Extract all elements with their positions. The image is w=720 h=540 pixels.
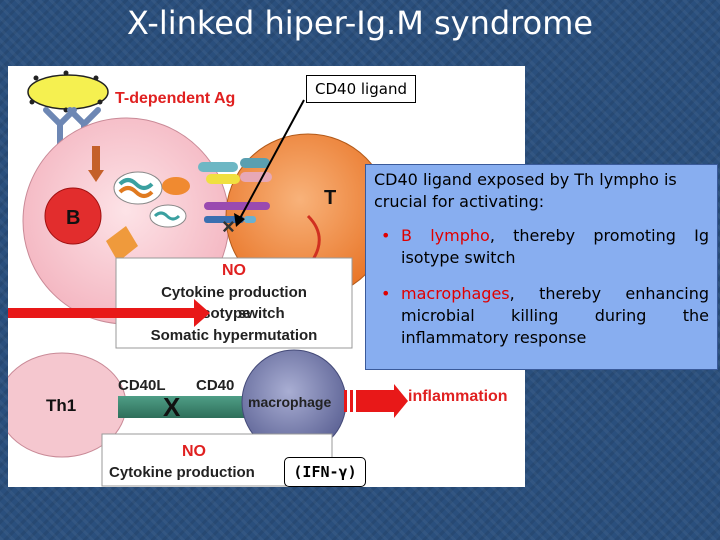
x-mark: X [163, 392, 181, 422]
slide-title: X-linked hiper-Ig.M syndrome [126, 4, 594, 42]
th1-label: Th1 [46, 396, 76, 415]
info-item-macrophages: • macrophages, thereby enhancing microbia… [374, 283, 709, 349]
cytokine-production-label: Cytokine production [161, 284, 307, 301]
no-label-1: NO [222, 262, 246, 279]
cd40l-label: CD40L [118, 377, 166, 394]
macrophages-highlight: macrophages [401, 284, 510, 303]
isotype-label: Isotype [198, 305, 251, 322]
blocked-mark-1: × [222, 214, 235, 239]
ifn-gamma-label: (IFN-γ) [284, 457, 366, 487]
macrophage-label: macrophage [248, 394, 331, 410]
no-label-2: NO [182, 443, 206, 460]
inflammation-label: inflammation [408, 388, 508, 405]
b-lympho-highlight: B lympho [401, 226, 490, 245]
b-lympho-text: , thereby promoting Ig isotype switch [401, 226, 710, 267]
info-intro: CD40 ligand exposed by Th lympho is cruc… [374, 170, 677, 211]
info-box: CD40 ligand exposed by Th lympho is cruc… [365, 164, 718, 370]
cd40-ligand-callout: CD40 ligand [306, 75, 416, 103]
cytokine-production-label-2: Cytokine production [109, 464, 255, 481]
t-cell-label: T [324, 187, 336, 209]
b-nucleus [44, 187, 102, 245]
outcome-box-1 [115, 257, 353, 349]
switch-red-arrow [0, 308, 196, 318]
bullet-icon: • [381, 226, 391, 245]
bullet-icon: • [381, 284, 391, 303]
cd40-label: CD40 [196, 377, 234, 394]
inflammation-arrow [344, 384, 408, 418]
antigen-dots [29, 70, 103, 113]
b-cell-label: B [66, 207, 80, 229]
somatic-hypermutation-label: Somatic hypermutation [151, 327, 318, 344]
t-dependent-ag-label: T-dependent Ag [115, 90, 235, 107]
activation-arrow [106, 226, 138, 262]
organelle-2 [162, 177, 190, 195]
info-item-b-lympho: • B lympho, thereby promoting Ig isotype … [374, 225, 709, 269]
macrophages-text: , thereby enhancing microbial killing du… [401, 284, 709, 347]
info-list: • B lympho, thereby promoting Ig isotype … [374, 225, 709, 349]
switch-label: switch [238, 305, 285, 322]
